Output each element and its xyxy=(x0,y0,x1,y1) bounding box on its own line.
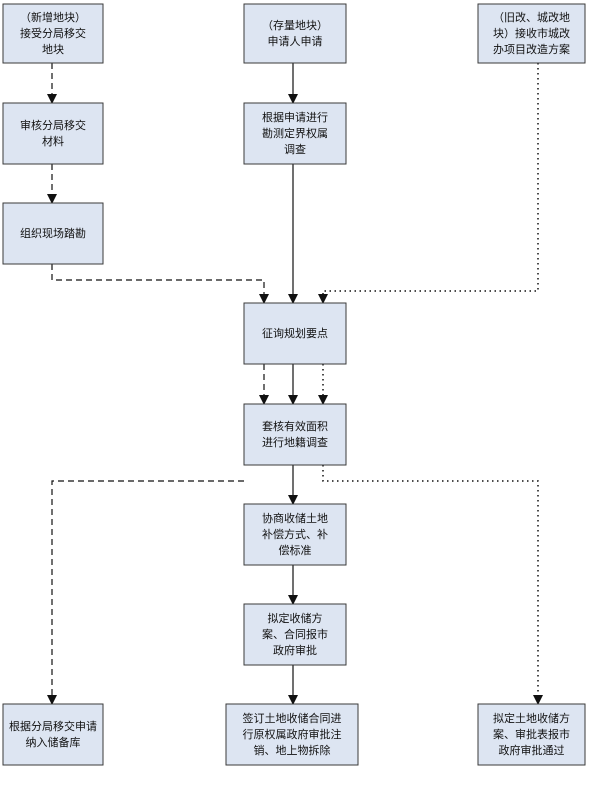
node-label-line: 根据分局移交申请 xyxy=(9,719,97,733)
node-label-line: 审核分局移交 xyxy=(20,118,86,132)
node-label-line: 接受分局移交 xyxy=(20,26,86,40)
node-label-line: 纳入储备库 xyxy=(26,735,81,749)
node-label-line: 政府审批 xyxy=(273,643,317,657)
node-label-line: （存量地块） xyxy=(262,18,328,32)
node-box xyxy=(477,3,586,64)
node-label-line: 案、审批表报市 xyxy=(493,727,570,741)
node-box xyxy=(243,3,347,64)
node-label-line: 偿标准 xyxy=(279,543,312,557)
node-label-line: 地块 xyxy=(42,43,64,56)
node-label-line: 征询规划要点 xyxy=(262,326,328,340)
node-box xyxy=(243,603,347,666)
node-label-line: 拟定收储方 xyxy=(268,611,323,625)
node-box xyxy=(243,102,347,165)
node-label-line: （旧改、城改地 xyxy=(493,10,570,24)
node-label-line: 签订土地收储合同进 xyxy=(243,711,342,725)
edge-n8-n13-dotted xyxy=(322,465,543,705)
node-box xyxy=(477,703,586,766)
node-n2: （存量地块） 申请人申请 xyxy=(243,3,347,64)
node-n7: 征询规划要点 xyxy=(243,302,347,365)
node-label-line: 补偿方式、补 xyxy=(262,527,328,541)
node-label-line: 进行地籍调查 xyxy=(262,435,328,449)
node-box xyxy=(225,703,359,766)
node-label-line: 调查 xyxy=(284,142,306,156)
node-box xyxy=(2,102,104,165)
node-label-line: 办项目改造方案 xyxy=(493,42,570,56)
node-box xyxy=(2,703,104,766)
node-label-line: 材料 xyxy=(42,134,64,148)
node-label-line: 销、地上物拆除 xyxy=(254,743,331,757)
node-label-line: 拟定土地收储方 xyxy=(493,711,570,725)
node-n6: 组织现场踏勘 xyxy=(2,202,104,265)
node-box xyxy=(2,202,104,265)
edge-n8-n11-dashed xyxy=(47,480,244,705)
node-box xyxy=(243,302,347,365)
node-label-line: 根据申请进行 xyxy=(262,110,328,124)
node-label-line: 勘测定界权属 xyxy=(262,126,328,140)
edge-n6-n7-dashed xyxy=(51,264,269,304)
edge-n3-n7-dotted xyxy=(318,63,539,304)
node-box xyxy=(2,3,104,64)
node-box xyxy=(243,503,347,566)
node-label-line: 套核有效面积 xyxy=(262,419,328,433)
node-label-line: 申请人申请 xyxy=(268,35,323,48)
node-label-line: 案、合同报市 xyxy=(262,627,328,641)
node-label-line: 政府审批通过 xyxy=(499,743,565,757)
node-label-line: 行原权属政府审批注 xyxy=(243,727,342,741)
node-label-line: （新增地块） xyxy=(20,10,86,24)
node-label-line: 块）接收市城改 xyxy=(493,26,570,40)
node-label-line: 组织现场踏勘 xyxy=(20,226,86,240)
node-label-line: 协商收储土地 xyxy=(262,511,328,525)
node-box xyxy=(243,403,347,466)
